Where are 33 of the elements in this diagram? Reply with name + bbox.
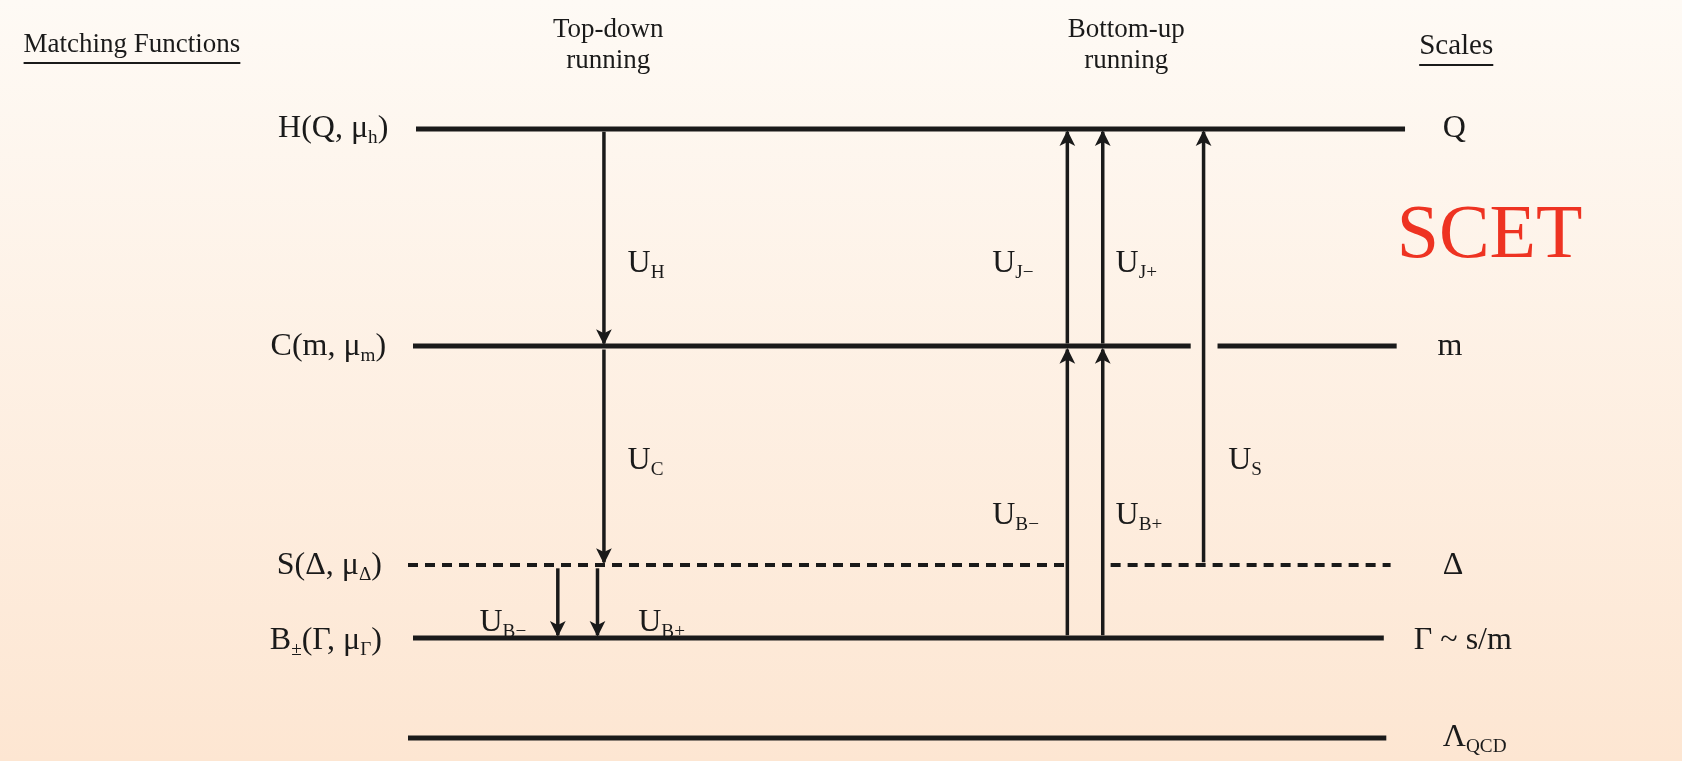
region-label: SCET: [1396, 193, 1583, 270]
column-heading: Bottom-up running: [1066, 12, 1186, 75]
edge-label: U$_{B+}$: [1115, 496, 1163, 533]
scale-label: Γ ~ s/m: [1413, 622, 1512, 655]
arrow: [1094, 347, 1111, 636]
level-line: [407, 735, 1386, 741]
arrow: [549, 568, 566, 637]
level-line: [413, 343, 1397, 350]
arrow: [1059, 130, 1076, 344]
level-line: [413, 635, 1384, 642]
edge-label: U$_{S}$: [1228, 441, 1262, 478]
edge-label: U$_{H}$: [627, 244, 665, 281]
matching-function-label: C(m, μ$_{m}$): [270, 328, 387, 365]
scale-label: Q: [1442, 110, 1466, 143]
edge-label: U$_{J+}$: [1115, 244, 1157, 281]
edge-label: U$_{B−}$: [992, 496, 1039, 533]
arrow: [1059, 347, 1076, 636]
matching-function-label: H(Q, μ$_{h}$): [278, 110, 389, 147]
edge-label: U$_{J−}$: [992, 244, 1034, 281]
level-line: [416, 125, 1406, 132]
matching-function-label: S(Δ, μ$_{Δ}$): [276, 547, 382, 584]
arrow: [589, 568, 606, 637]
scale-label: m: [1437, 328, 1463, 361]
column-heading: Top-down running: [551, 12, 665, 75]
matching-function-label: B$_{±}$(Γ, μ$_{Γ}$): [269, 622, 382, 659]
scale-label: Δ: [1442, 547, 1464, 580]
arrow: [1195, 130, 1212, 563]
arrow: [596, 131, 612, 346]
arrow: [1094, 130, 1111, 344]
level-line: [407, 562, 1391, 569]
edge-label: U$_{C}$: [627, 441, 664, 478]
scale-label: Λ$_{QCD}$: [1442, 718, 1507, 755]
arrow: [596, 349, 612, 564]
